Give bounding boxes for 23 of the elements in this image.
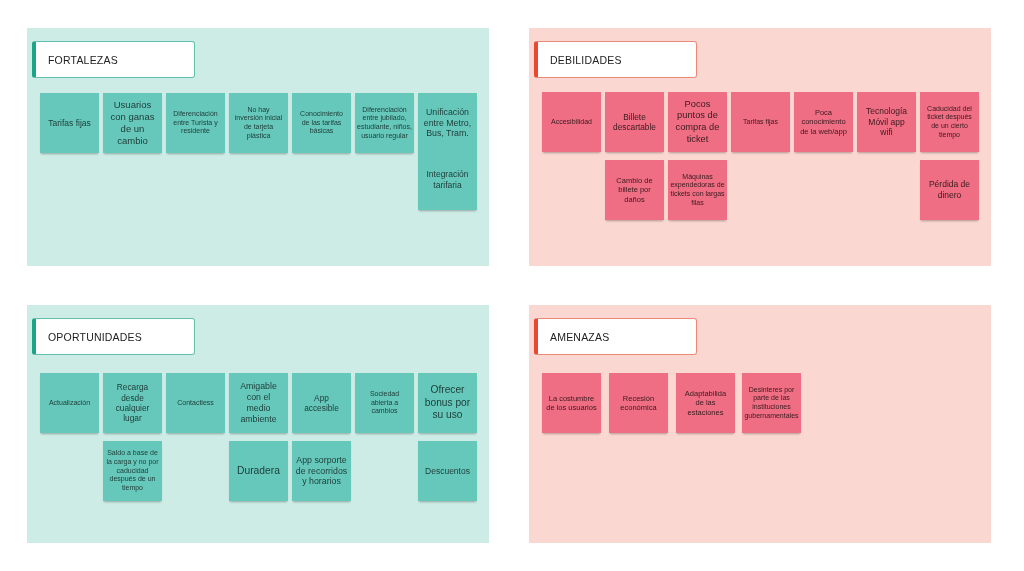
- sticky-note: Amigable con el medio ambiente: [229, 373, 288, 433]
- section-heading: DEBILIDADES: [534, 41, 697, 78]
- sticky-note: Pocos puntos de compra de ticket: [668, 92, 727, 152]
- sticky-note: Unificación entre Metro, Bus, Tram.: [418, 93, 477, 153]
- sticky-note: App accesible: [292, 373, 351, 433]
- sticky-note: Integración tarifaria: [418, 150, 477, 210]
- sticky-note: Tarifas fijas: [40, 93, 99, 153]
- section-heading: OPORTUNIDADES: [32, 318, 195, 355]
- sticky-note: Duradera: [229, 441, 288, 501]
- section-heading: FORTALEZAS: [32, 41, 195, 78]
- sticky-note: Billete descartable: [605, 92, 664, 152]
- quadrant-panel: [27, 305, 489, 543]
- quadrant-panel: [529, 305, 991, 543]
- sticky-note: Descuentos: [418, 441, 477, 501]
- sticky-note: Tecnología Móvil app wifi: [857, 92, 916, 152]
- sticky-note: Ofrecer bonus por su uso: [418, 373, 477, 433]
- quadrant-panel: [529, 28, 991, 266]
- sticky-note: Usuarios con ganas de un cambio: [103, 93, 162, 153]
- sticky-note: Pérdida de dinero: [920, 160, 979, 220]
- quadrant-panel: [27, 28, 489, 266]
- section-heading: AMENAZAS: [534, 318, 697, 355]
- sticky-note: App sorporte de recorridos y horarios: [292, 441, 351, 501]
- sticky-note: Recarga desde cualquier lugar: [103, 373, 162, 433]
